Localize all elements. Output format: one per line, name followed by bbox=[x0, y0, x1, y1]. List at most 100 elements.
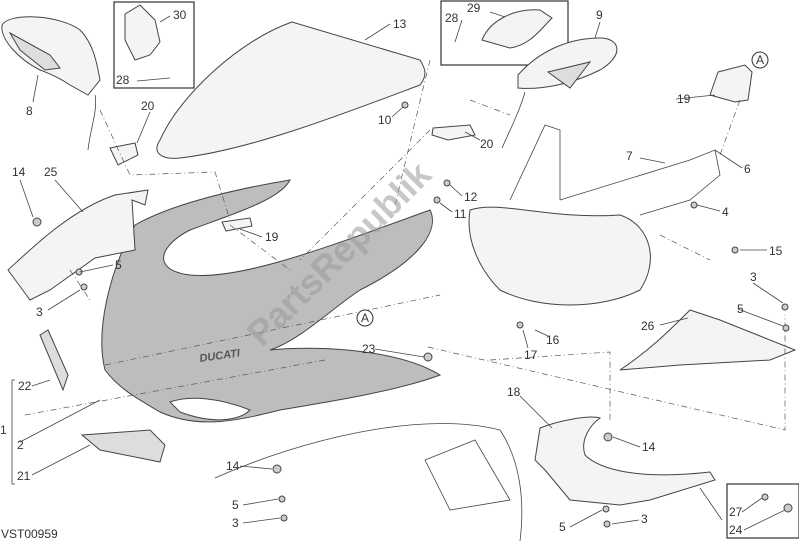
screw-3-bottom bbox=[603, 520, 611, 528]
nut-23 bbox=[423, 352, 433, 362]
inner-panel bbox=[619, 309, 797, 371]
callout: 17 bbox=[524, 348, 538, 362]
lower-cowl bbox=[534, 416, 716, 506]
reference-marker-a-fairing: A bbox=[356, 309, 374, 327]
mirror-plate-left bbox=[109, 142, 139, 166]
callout: 10 bbox=[378, 113, 392, 127]
right-mirror-indicator bbox=[546, 61, 592, 89]
callout: 21 bbox=[17, 469, 31, 483]
assembly-line bbox=[69, 224, 291, 301]
front-fairing bbox=[101, 179, 442, 423]
callout: 14 bbox=[226, 459, 240, 473]
callout: 30 bbox=[173, 8, 187, 22]
nut-14 bbox=[32, 217, 42, 227]
assembly-line bbox=[299, 59, 511, 261]
washer-5-bottom bbox=[602, 505, 610, 513]
lower-grille-21 bbox=[80, 429, 166, 463]
bolt-24 bbox=[783, 503, 793, 513]
screw-12 bbox=[443, 179, 451, 187]
callout: 1 bbox=[0, 423, 7, 437]
reference-marker-label: A bbox=[756, 53, 764, 67]
screw-3-lower bbox=[280, 514, 288, 522]
nut-10 bbox=[401, 101, 409, 109]
callout: 20 bbox=[480, 137, 494, 151]
reference-marker-a-top: A bbox=[751, 51, 769, 69]
nut-14-right bbox=[603, 432, 613, 442]
callout: 28 bbox=[116, 73, 130, 87]
callout: 13 bbox=[393, 17, 407, 31]
left-mirror-indicator bbox=[8, 31, 61, 71]
callout: 5 bbox=[559, 520, 566, 534]
callout: 24 bbox=[729, 523, 743, 537]
callout: 22 bbox=[18, 379, 32, 393]
diagram-code: VST00959 bbox=[1, 527, 58, 541]
screw-17 bbox=[516, 321, 524, 329]
tank-outline bbox=[214, 423, 523, 541]
callout: 25 bbox=[44, 165, 58, 179]
callout: 11 bbox=[454, 207, 467, 221]
side-panel bbox=[7, 189, 149, 301]
callout: 12 bbox=[464, 190, 478, 204]
ducati-logo: DUCATI bbox=[199, 347, 242, 365]
callout: 29 bbox=[467, 1, 481, 15]
group-bracket bbox=[11, 379, 15, 485]
washer-5-lower bbox=[278, 495, 286, 503]
screw-4 bbox=[690, 201, 698, 209]
right-mirror-cable bbox=[501, 91, 526, 149]
screw-3-right bbox=[781, 303, 789, 311]
callout: 4 bbox=[722, 205, 729, 219]
callout: 5 bbox=[232, 498, 239, 512]
callout: 3 bbox=[641, 512, 648, 526]
inset-box-right bbox=[440, 0, 569, 66]
callout: 19 bbox=[265, 230, 279, 244]
callout: 8 bbox=[26, 104, 33, 118]
callout: 9 bbox=[596, 8, 603, 22]
inset-box-left bbox=[113, 1, 195, 89]
callout: 26 bbox=[641, 319, 655, 333]
callout: 14 bbox=[642, 440, 656, 454]
callout: 14 bbox=[12, 165, 26, 179]
screw-15 bbox=[731, 246, 739, 254]
callout: 3 bbox=[36, 305, 43, 319]
callout: 23 bbox=[362, 342, 376, 356]
callout: 2 bbox=[17, 438, 24, 452]
callout: 27 bbox=[729, 505, 743, 519]
subframe bbox=[509, 124, 721, 216]
plate-19 bbox=[709, 64, 753, 103]
washer-5 bbox=[75, 268, 83, 276]
windscreen bbox=[156, 21, 426, 159]
callout: 19 bbox=[677, 92, 691, 106]
assembly-line bbox=[24, 294, 786, 431]
fairing-air-intake bbox=[169, 397, 251, 421]
inset-box-bolts bbox=[726, 483, 799, 539]
mirror-cover bbox=[481, 9, 553, 49]
fasteners bbox=[32, 101, 793, 528]
reference-marker-label: A bbox=[361, 311, 369, 325]
washer-11 bbox=[433, 196, 441, 204]
nut-14-lower bbox=[272, 464, 282, 474]
indicator-unit bbox=[124, 4, 161, 61]
callout: 15 bbox=[769, 244, 783, 258]
assembly-line bbox=[489, 99, 741, 420]
callout: 3 bbox=[232, 516, 239, 530]
callout: 16 bbox=[546, 333, 560, 347]
left-grille-22 bbox=[39, 329, 69, 392]
callout: 28 bbox=[445, 11, 459, 25]
washer-5-right bbox=[782, 324, 790, 332]
callouts: 30 28 8 13 10 20 14 25 19 5 3 28 29 9 19… bbox=[0, 1, 783, 537]
leader-lines bbox=[19, 11, 786, 531]
assembly-line bbox=[99, 109, 231, 221]
right-mirror bbox=[517, 37, 618, 89]
callout: 5 bbox=[115, 258, 122, 272]
plate-19-left bbox=[221, 217, 253, 232]
tank-window bbox=[424, 439, 511, 511]
bolt-27 bbox=[761, 493, 769, 501]
left-mirror-cable bbox=[87, 94, 97, 151]
mirror-plate-right bbox=[431, 124, 476, 141]
callout: 7 bbox=[626, 149, 633, 163]
callout: 3 bbox=[750, 270, 757, 284]
callout: 18 bbox=[507, 385, 521, 399]
screw-3 bbox=[80, 283, 88, 291]
